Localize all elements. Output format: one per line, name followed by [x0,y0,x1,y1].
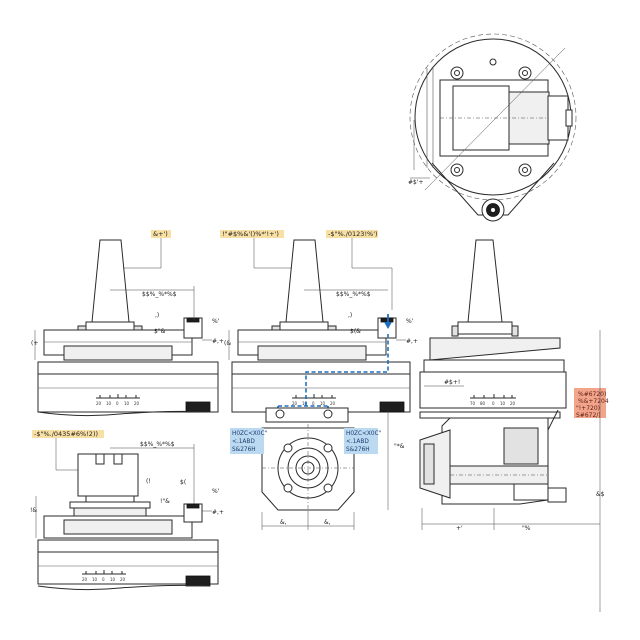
red-tag [574,388,606,418]
dim-pct3: %' [212,488,220,495]
dim-pct1: %' [212,318,220,325]
tag-b-bg [220,230,284,238]
scale-num: 70 [470,401,476,406]
dim-left1: (+ [31,340,38,347]
blue-tag-left-line: S&276H [232,447,256,453]
red-tag-line: "!+720) [576,405,600,412]
blue-tag-left-line: H0ZC<X0C" [232,431,268,437]
tag-a: &+') [153,230,168,238]
dim-front-w1: &, [280,519,287,526]
tag-a-bg [151,230,171,238]
scale-num: 10 [110,577,116,582]
scale-num: 10 [302,401,308,406]
scale-num: 20 [82,577,88,582]
scale-num: 20 [292,401,298,406]
front-view-1: &+') 20 10 0 10 [31,230,224,417]
red-tag-line: S#672/) [576,412,601,419]
scale-num: 0 [102,577,105,582]
scale-num: 10 [106,401,112,406]
dim-bot: $$%_%*%$ [140,441,175,448]
front-view-3: -$"%./0435#6%!2)) 20 10 0 10 20 [30,430,224,591]
tag-d-bg [32,430,104,438]
scale-num: 10 [320,401,326,406]
scale-num: 0 [116,401,119,406]
scale-2: 20 10 0 10 20 [292,394,336,406]
dim-small2: $(& [350,328,361,335]
blue-tag-left [230,428,264,454]
dim-j2: ,) [348,312,352,319]
scale-3: 70 80 0 10 20 [470,394,516,406]
dim-top-view: #$'+ [408,179,424,186]
blue-tag-right-line: <.1ABD [346,439,369,445]
blue-tag-right-line: H0ZC<X0C" [346,431,382,437]
scale-num: 20 [96,401,102,406]
scale-num: 20 [510,401,516,406]
dim-front-h: "*& [394,443,405,450]
front-view-2: !"#$%&'()%*'!+') -$"%./0123!%') [220,230,418,418]
dim-r2: #,+ [406,338,418,345]
dim-side-h: &$ [596,491,605,498]
dim-side-w1: +' [456,525,463,532]
side-view: 70 80 0 10 20 %#6720) %&+7204 "!+720) S#… [419,239,609,612]
scale-num: 20 [134,401,140,406]
dim-j1: ,) [155,312,159,319]
red-tag-line: %&+7204 [578,398,609,405]
blue-tag-right-line: S&276H [346,447,370,453]
scale-1: 20 10 0 10 20 [96,394,140,406]
dim-left3: !& [30,507,37,514]
tag-b: !"#$%&'()%*'!+') [222,230,279,238]
dim-small1: $"& [154,328,166,335]
scale-num: 0 [492,401,495,406]
dim-top2: $$%_%*%$ [336,291,371,298]
scale-num: 10 [92,577,98,582]
scale-num: 20 [120,577,126,582]
scale-num: 20 [330,401,336,406]
flange-view: H0ZC<X0C" <.1ABD S&276H H0ZC<X0C" <.1ABD… [230,407,405,530]
dim-side: #$+! [444,379,460,386]
dim-small4: !"& [160,498,170,505]
scale-num: 10 [124,401,130,406]
dim-pct2: %' [406,318,414,325]
red-tag-line: %#6720) [578,391,606,398]
tag-c-bg [326,230,378,238]
dim-left2: (& [224,340,231,347]
dim-r3: #,+ [212,509,224,516]
scale-num: 10 [500,401,506,406]
scale-num: 0 [312,401,315,406]
coolant-path [305,334,389,406]
dim-front-w2: &, [324,519,331,526]
dim-small5: (! [146,478,151,485]
dim-small3: $( [180,479,186,486]
top-view: #$'+ [408,33,577,222]
tag-d: -$"%./0435#6%!2)) [34,430,98,438]
scale-4: 20 10 0 10 20 [82,570,126,582]
dim-side-w2: "% [522,525,531,532]
blue-tag-right [344,428,378,454]
dim-r1: #,+ [212,338,224,345]
blue-tag-left-line: <.1ABD [232,439,255,445]
scale-num: 80 [480,401,486,406]
tag-c: -$"%./0123!%') [328,230,378,238]
dim-top1: $$%_%*%$ [142,291,177,298]
